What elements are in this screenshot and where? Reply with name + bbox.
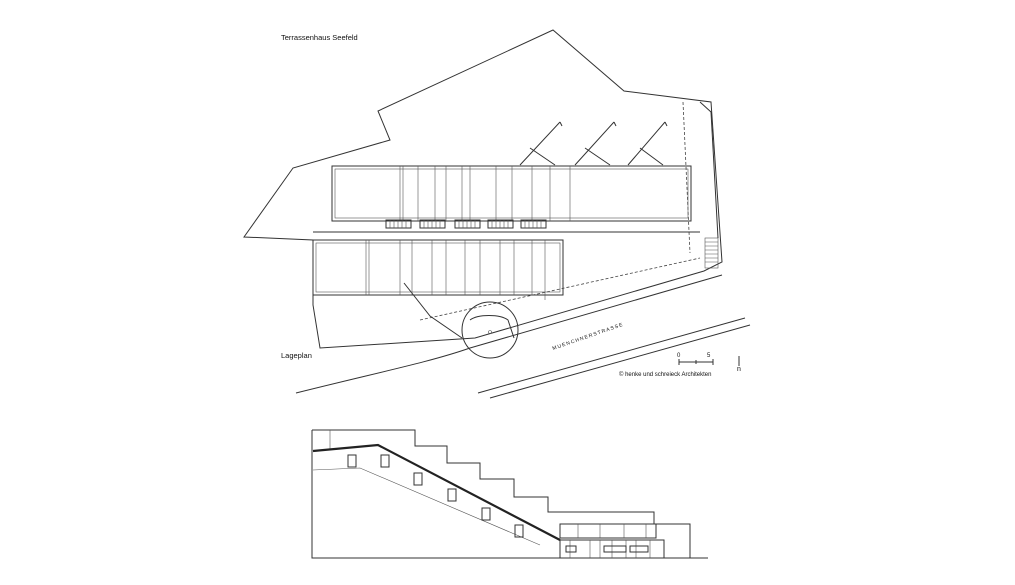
lower-block-divisions (365, 240, 546, 300)
copyright-text: © henke und schreieck Architekten (619, 371, 711, 378)
scale-five: 5 (707, 353, 711, 359)
scale-unit: n (737, 366, 741, 373)
section-drawing (311, 429, 708, 559)
upper-block-divisions (399, 166, 571, 221)
terrace-railings (385, 219, 547, 229)
section-slope (312, 443, 561, 541)
street-edge-3 (489, 324, 751, 399)
upper-block (331, 165, 692, 222)
lower-block (312, 239, 564, 296)
site-plan-label: Lageplan (281, 351, 312, 360)
section-left-wall (311, 430, 708, 559)
section-pavilion (559, 523, 665, 559)
section-slope-under (312, 467, 541, 546)
scale-zero: 0 (677, 353, 681, 359)
section-steps (312, 429, 691, 558)
site-boundary-dashed-2 (682, 101, 691, 254)
lower-block-inner (315, 242, 561, 293)
site-plan (243, 29, 751, 399)
section-doors (347, 454, 524, 538)
street-edge-2 (477, 317, 746, 394)
drawing-title: Terrassenhaus Seefeld (281, 33, 358, 42)
access-ramp (403, 282, 463, 339)
terrain-outline (243, 29, 723, 349)
turning-circle (461, 301, 519, 359)
skylights (519, 121, 668, 166)
scale-bar (678, 359, 714, 365)
street-label: MUENCHNERSTRASSE (552, 322, 625, 352)
upper-block-inner (334, 168, 689, 219)
street-edge-1 (295, 274, 723, 394)
east-stair (699, 101, 719, 269)
driveway (469, 315, 515, 339)
site-boundary-dashed (419, 257, 701, 321)
turning-circle-center (488, 330, 492, 334)
